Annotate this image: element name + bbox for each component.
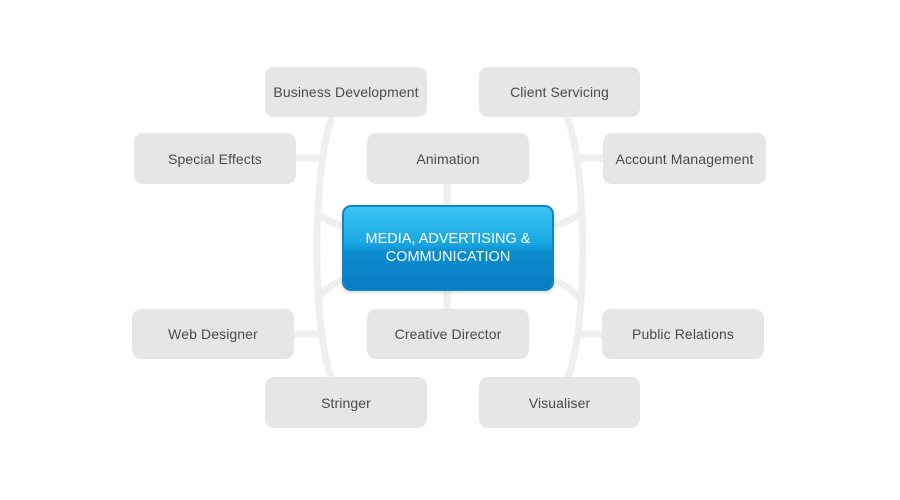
node-client-servicing: Client Servicing xyxy=(479,67,640,117)
connector-arc-right xyxy=(563,113,587,384)
node-label: Creative Director xyxy=(394,326,502,342)
connector-center-right-low xyxy=(550,276,585,304)
node-label: Client Servicing xyxy=(510,84,609,100)
node-label: Account Management xyxy=(615,150,754,167)
center-label-line1: MEDIA, ADVERTISING & xyxy=(365,231,531,247)
connector-center-left-low xyxy=(314,276,346,304)
connector-arc-left xyxy=(313,113,336,384)
center-node-media-advertising-communication: MEDIA, ADVERTISING & COMMUNICATION xyxy=(342,205,554,291)
node-label: Stringer xyxy=(321,394,371,411)
node-web-designer: Web Designer xyxy=(132,309,294,359)
node-animation: Animation xyxy=(367,133,529,184)
node-label: Visualiser xyxy=(528,394,591,411)
node-label: Animation xyxy=(416,150,480,167)
node-special-effects: Special Effects xyxy=(134,133,296,184)
node-label: Business Development xyxy=(273,84,419,100)
node-creative-director: Creative Director xyxy=(367,309,529,359)
node-label: Special Effects xyxy=(168,150,262,167)
node-label: Public Relations xyxy=(632,326,734,342)
node-stringer: Stringer xyxy=(265,377,427,428)
node-account-management: Account Management xyxy=(603,133,766,184)
node-label: Web Designer xyxy=(168,326,258,342)
node-public-relations: Public Relations xyxy=(602,309,764,359)
center-label-line2: COMMUNICATION xyxy=(385,249,511,265)
connector-center-right xyxy=(550,208,585,230)
node-visualiser: Visualiser xyxy=(479,377,640,428)
connector-center-left xyxy=(314,208,346,230)
node-business-development: Business Development xyxy=(265,67,427,117)
